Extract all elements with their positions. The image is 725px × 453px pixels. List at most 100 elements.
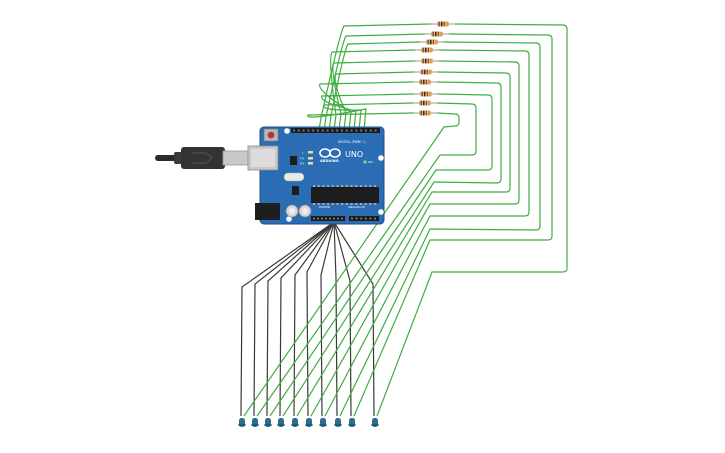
- header-pin[interactable]: [312, 129, 315, 132]
- header-pin[interactable]: [302, 129, 305, 132]
- power-label: POWER: [319, 205, 330, 209]
- resistors-layer: [413, 21, 455, 116]
- led[interactable]: [334, 418, 342, 427]
- dc-power-jack: [255, 203, 280, 220]
- header-pin[interactable]: [360, 129, 363, 132]
- digital-label: DIGITAL (PWM ~): [338, 140, 365, 144]
- header-pin[interactable]: [313, 217, 315, 220]
- signal-wire[interactable]: [256, 102, 477, 417]
- header-pin[interactable]: [333, 217, 335, 220]
- ground-wire[interactable]: [333, 221, 352, 417]
- ground-wire[interactable]: [320, 221, 335, 417]
- signal-wire[interactable]: [323, 102, 414, 131]
- resistor[interactable]: [413, 110, 437, 116]
- usb-cable[interactable]: [155, 147, 250, 169]
- resistor[interactable]: [413, 100, 437, 106]
- signal-wire[interactable]: [310, 60, 520, 417]
- led[interactable]: [277, 418, 285, 427]
- signal-wire[interactable]: [339, 41, 541, 417]
- mounting-hole: [378, 155, 384, 161]
- header-pin[interactable]: [374, 217, 376, 220]
- header-pin[interactable]: [321, 129, 324, 132]
- chip-pin: [364, 203, 367, 205]
- led[interactable]: [238, 418, 246, 427]
- chip-pin: [341, 203, 344, 205]
- tx-label: TX: [299, 157, 304, 161]
- header-pin[interactable]: [341, 129, 343, 132]
- signal-wire[interactable]: [269, 93, 493, 417]
- header-pin[interactable]: [341, 217, 343, 220]
- header-pin[interactable]: [360, 217, 363, 220]
- header-pin[interactable]: [293, 129, 295, 132]
- header-pin[interactable]: [351, 217, 353, 220]
- signal-wire[interactable]: [334, 71, 415, 131]
- led[interactable]: [291, 418, 299, 427]
- signal-wire[interactable]: [319, 81, 414, 131]
- ground-wire[interactable]: [240, 221, 335, 417]
- resistor[interactable]: [414, 91, 438, 97]
- ground-wire[interactable]: [333, 221, 375, 417]
- signal-wire[interactable]: [324, 49, 530, 417]
- header-pin[interactable]: [307, 129, 310, 132]
- header-pin[interactable]: [364, 217, 367, 220]
- resistor[interactable]: [414, 69, 438, 75]
- header-pin[interactable]: [329, 217, 331, 220]
- header-pin[interactable]: [345, 129, 348, 132]
- rx-led-icon: [308, 162, 313, 165]
- header-pin[interactable]: [355, 217, 358, 220]
- chip-pin: [336, 203, 339, 205]
- signal-wire[interactable]: [296, 71, 511, 417]
- ground-wire[interactable]: [293, 221, 335, 417]
- resistor[interactable]: [415, 47, 439, 53]
- digital-header[interactable]: [291, 128, 380, 133]
- led[interactable]: [305, 418, 313, 427]
- header-pin[interactable]: [355, 129, 358, 132]
- led[interactable]: [371, 418, 379, 427]
- led[interactable]: [264, 418, 272, 427]
- header-pin[interactable]: [331, 129, 334, 132]
- signal-wire[interactable]: [307, 108, 414, 131]
- header-pin[interactable]: [317, 217, 319, 220]
- ground-wire[interactable]: [266, 221, 335, 417]
- signal-wire[interactable]: [353, 33, 553, 417]
- arduino-uno-board[interactable]: L TX RX ARDUINO UNO ON DIGITAL (PWM ~) P…: [247, 126, 385, 225]
- signal-wire[interactable]: [282, 81, 502, 417]
- atmega-chip: [311, 187, 379, 203]
- header-pin[interactable]: [365, 129, 367, 132]
- chip-pin: [322, 185, 325, 187]
- analog-header[interactable]: [349, 216, 379, 221]
- header-pin[interactable]: [326, 129, 329, 132]
- header-pin[interactable]: [336, 129, 339, 132]
- signal-wire[interactable]: [328, 41, 421, 131]
- header-pin[interactable]: [369, 129, 372, 132]
- resistor[interactable]: [431, 21, 455, 27]
- header-pin[interactable]: [297, 129, 300, 132]
- chip-pin: [374, 185, 377, 187]
- chip-pin: [350, 185, 353, 187]
- chip-pin: [345, 203, 348, 205]
- header-pin[interactable]: [350, 129, 353, 132]
- signal-wire[interactable]: [323, 33, 426, 131]
- header-pin[interactable]: [337, 217, 339, 220]
- ground-wire[interactable]: [306, 221, 335, 417]
- header-pin[interactable]: [369, 217, 372, 220]
- resistor[interactable]: [420, 39, 444, 45]
- signal-wire[interactable]: [243, 112, 460, 417]
- signal-wire[interactable]: [376, 23, 568, 417]
- led[interactable]: [348, 418, 356, 427]
- chip-pin: [360, 185, 362, 187]
- ground-wire[interactable]: [253, 221, 335, 417]
- led[interactable]: [251, 418, 259, 427]
- header-pin[interactable]: [325, 217, 327, 220]
- resistor[interactable]: [415, 58, 439, 64]
- resistor[interactable]: [413, 79, 437, 85]
- header-pin[interactable]: [374, 129, 377, 132]
- power-header[interactable]: [311, 216, 345, 221]
- signal-wire[interactable]: [330, 49, 416, 131]
- header-pin[interactable]: [321, 217, 323, 220]
- header-pin[interactable]: [317, 129, 319, 132]
- resistor[interactable]: [425, 31, 449, 37]
- ground-wire[interactable]: [279, 221, 335, 417]
- led[interactable]: [319, 418, 327, 427]
